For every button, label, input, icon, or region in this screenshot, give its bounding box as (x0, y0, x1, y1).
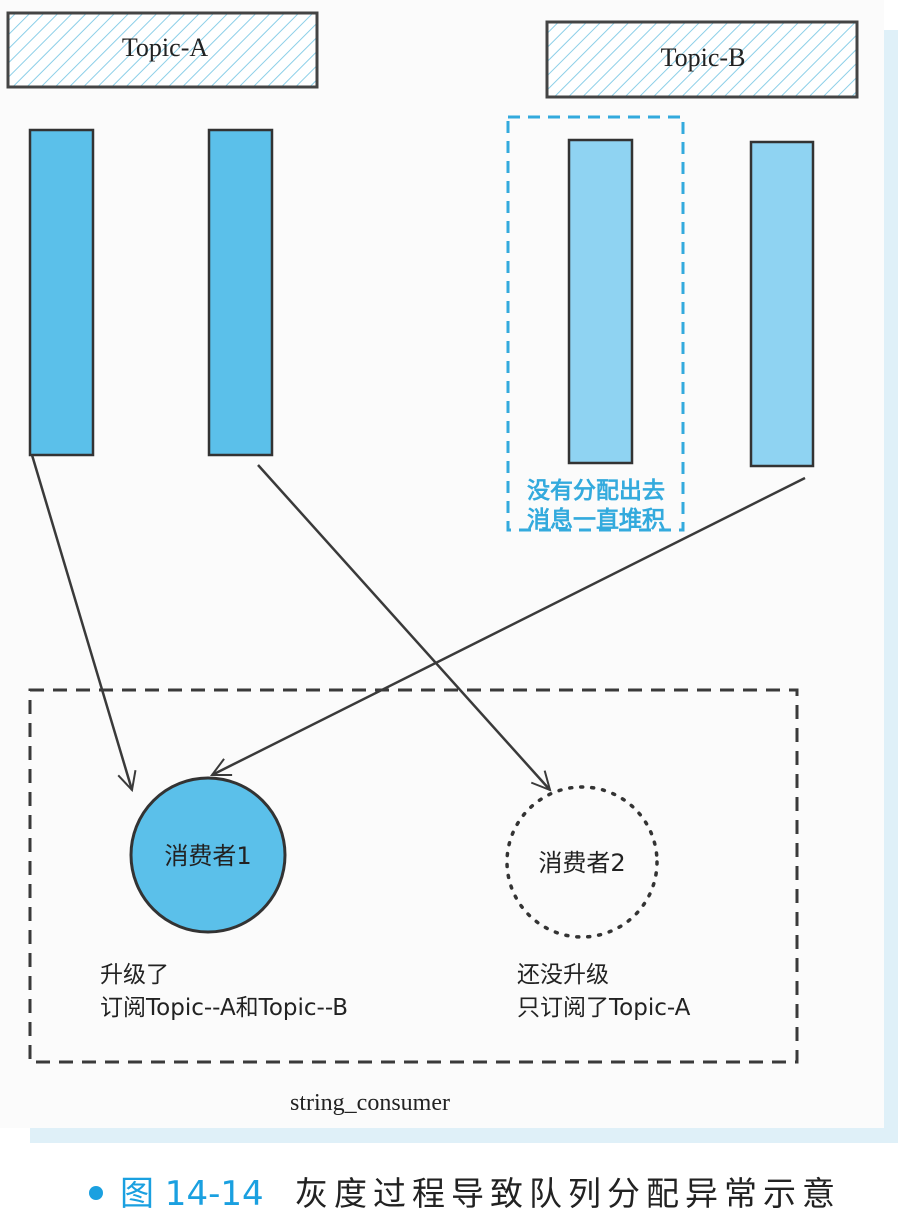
caption-number: 图 14-14 (120, 1174, 264, 1212)
consumer-1-status: 升级了 (100, 962, 169, 988)
consumer-1-label: 消费者1 (164, 842, 251, 870)
consumer-2-status: 还没升级 (517, 962, 609, 988)
panel (0, 0, 884, 1128)
topic-b-queue-1 (567, 138, 634, 465)
consumer-2: 消费者2 (505, 785, 659, 939)
topic-b: Topic-B (545, 20, 859, 99)
arrow-a1-to-consumer1 (30, 454, 132, 790)
arrow-a2-to-consumer2 (257, 464, 550, 790)
topic-b-queue-2 (749, 140, 815, 468)
consumer-group-box (28, 688, 799, 1064)
backlog-note-line1: 没有分配出去 (527, 477, 665, 504)
topic-b-label: Topic-B (661, 43, 746, 72)
topic-a-queue-1 (28, 128, 95, 457)
backlog-highlight: 没有分配出去 消息一直堆积 (506, 115, 685, 533)
consumer-2-label: 消费者2 (538, 849, 625, 877)
topic-a-label: Topic-A (122, 33, 208, 62)
topic-a-queue-2 (207, 128, 274, 457)
caption-title: 灰度过程导致队列分配异常示意 (295, 1174, 841, 1212)
caption-bullet-icon (89, 1186, 103, 1200)
backlog-note-line2: 消息一直堆积 (527, 506, 665, 533)
consumer-group-label: string_consumer (290, 1090, 450, 1116)
topic-a: Topic-A (6, 11, 319, 89)
consumer-2-subscription: 只订阅了Topic-A (517, 995, 691, 1021)
arrow-b2-to-consumer1 (212, 476, 806, 777)
consumer-1-subscription: 订阅Topic--A和Topic--B (100, 995, 348, 1021)
consumer-1: 消费者1 (129, 776, 287, 934)
